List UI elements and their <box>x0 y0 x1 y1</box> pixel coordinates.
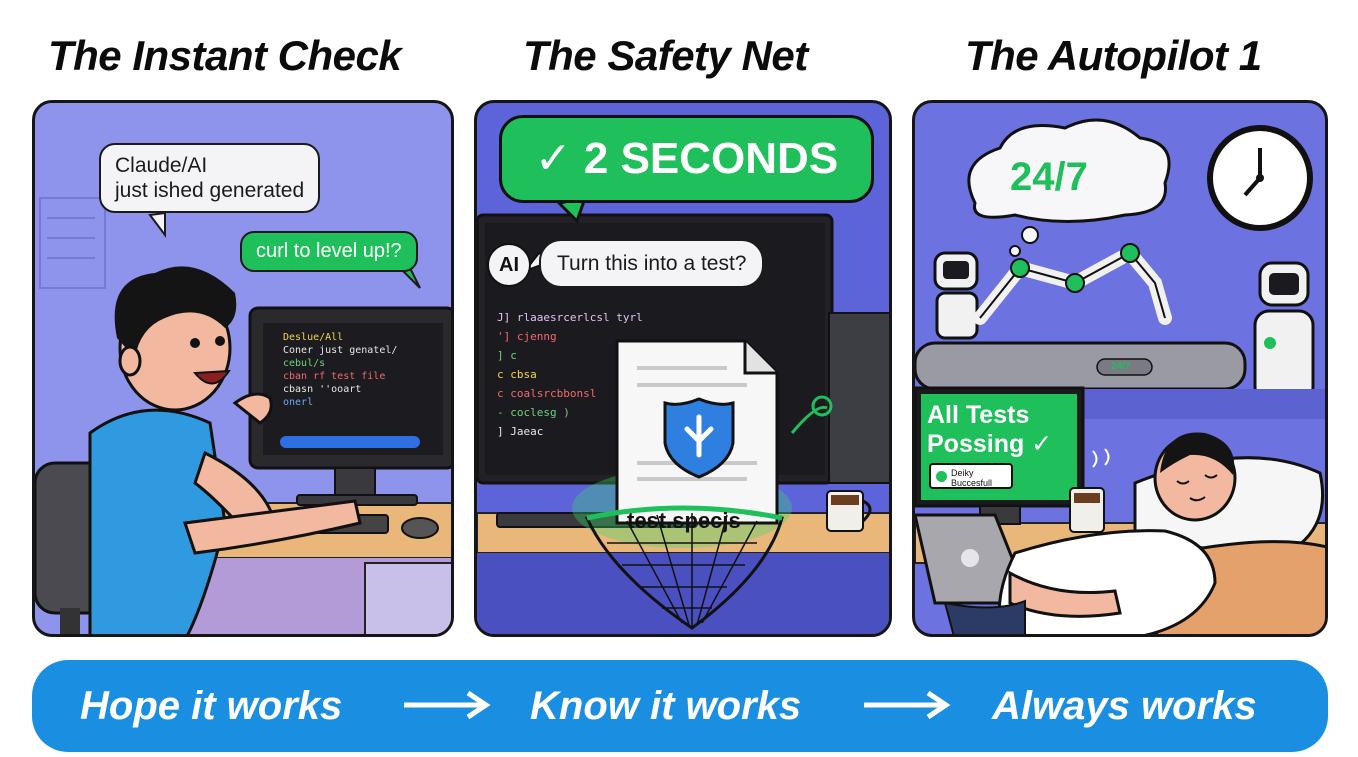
step-always-works: Always works <box>992 684 1257 728</box>
status-line-2: Buccesfull <box>951 478 993 488</box>
panel-title-safety-net: The Safety Net <box>523 32 808 79</box>
panel-safety-net: ✓ 2 SECONDS AI Turn this into a test? J]… <box>474 100 892 637</box>
code-line: c cbsa <box>497 368 537 381</box>
code-line: Deslue/All <box>283 332 344 343</box>
panel-title-instant-check: The Instant Check <box>48 32 402 79</box>
code-line: J] rlaaesrcerlcsl tyrl <box>497 311 643 324</box>
instant-check-illustration <box>35 197 451 634</box>
test-prompt-bubble: Turn this into a test? <box>539 239 765 288</box>
pipe-label: 24/7 <box>1111 361 1131 372</box>
code-line: cban rf test file <box>283 371 386 382</box>
deploy-status-badge: Deiky Buccesfull <box>929 463 1013 489</box>
monitor-code-block: J] rlaaesrcerlcsl tyrl '] cjenng ] c c c… <box>497 308 643 441</box>
tests-passing-line-1: All Tests <box>927 401 1030 429</box>
code-line: ] Jaeac <box>497 425 544 438</box>
panel-title-autopilot: The Autopilot 1 <box>965 32 1262 79</box>
arrow-right-icon <box>864 690 951 720</box>
code-line: cebul/s <box>283 358 326 369</box>
status-line-1: Deiky <box>951 468 974 478</box>
arrow-right-icon <box>404 690 491 720</box>
tests-passing-message: All Tests Possing ✓ <box>927 401 1052 459</box>
ai-message-line-2: just ished generated <box>115 179 305 202</box>
code-line: c coalsrcbbonsl <box>497 387 597 400</box>
code-line: cbasn ''ooart <box>283 384 362 395</box>
code-line: ] c <box>497 349 517 362</box>
monitor-code-block: Deslue/All Coner just genatel/ cebul/s c… <box>283 331 397 409</box>
code-line: - coclesg ) <box>497 406 570 419</box>
step-hope-it-works: Hope it works <box>80 684 343 728</box>
step-know-it-works: Know it works <box>530 684 802 728</box>
code-line: Coner just genatel/ <box>283 345 398 356</box>
panel-instant-check: Claude/AI just ished generated curl to l… <box>32 100 454 637</box>
panel-autopilot: 24/7 24/7 All Tests Possing ✓ Deiky Bucc… <box>912 100 1328 637</box>
ai-message-line-1: Claude/AI <box>115 154 208 177</box>
level-up-bubble: curl to level up!? <box>240 231 418 272</box>
progression-banner: Hope it works Know it works Always works <box>32 660 1328 752</box>
two-seconds-banner: ✓ 2 SECONDS <box>499 115 874 203</box>
thought-24-7: 24/7 <box>1010 155 1088 199</box>
ai-badge: AI <box>487 243 531 287</box>
test-file-label: test.specjs <box>627 508 741 533</box>
ai-message-bubble: Claude/AI just ished generated <box>99 143 321 213</box>
status-dot-icon <box>936 471 947 482</box>
code-line: onerl <box>283 397 314 408</box>
tests-passing-line-2: Possing ✓ <box>927 430 1053 458</box>
code-line: '] cjenng <box>497 330 557 343</box>
